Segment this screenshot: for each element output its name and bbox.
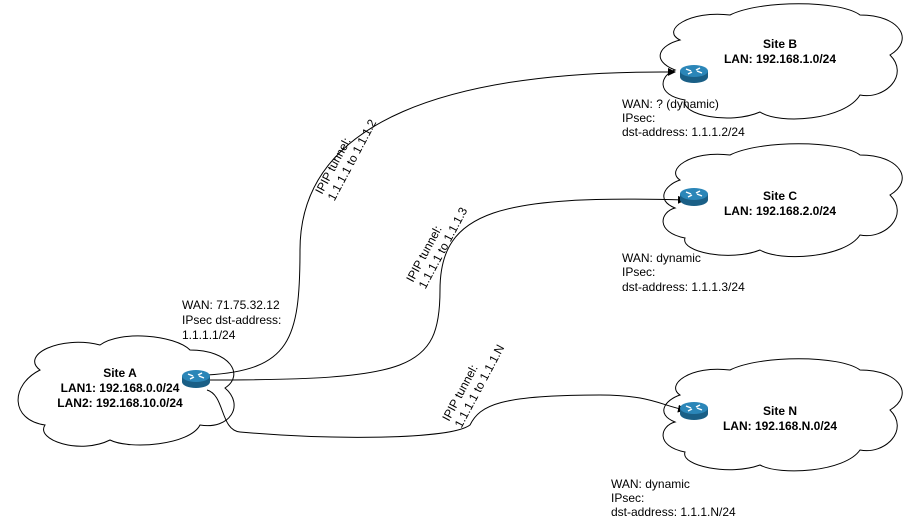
router-icon-site-a [181,369,211,389]
site-a-info-dst: 1.1.1.1/24 [182,328,236,342]
tunnel-label-c: IPIP tunnel: 1.1.1.1 to 1.1.1.3 [403,205,470,291]
tunnel-line-b [206,67,676,376]
site-a-name: Site A [103,366,137,380]
site-n-lan: LAN: 192.168.N.0/24 [723,419,837,433]
site-c-lan: LAN: 192.168.2.0/24 [724,204,836,218]
cloud-site-a [17,335,235,447]
tunnel-label-b: IPIP tunnel: 1.1.1.1 to 1.1.1.2 [312,117,379,203]
site-c-info-wan: WAN: dynamic [622,251,701,265]
router-icon-site-b [679,64,709,84]
site-c-info-dst: dst-address: 1.1.1.3/24 [622,280,745,294]
site-n-info-ipsec: IPsec: [611,491,644,505]
cloud-site-c [662,143,903,258]
site-b-lan: LAN: 192.168.1.0/24 [724,52,836,66]
tunnel-label-n: IPIP tunnel: 1.1.1.1 to 1.1.1.N [439,342,507,430]
site-a-lan1: LAN1: 192.168.0.0/24 [61,381,180,395]
site-b-name: Site B [763,37,797,51]
site-b-info-wan: WAN: ? (dynamic) [622,97,719,111]
tunnel-line-n [206,389,686,438]
cloud-site-n [662,358,903,472]
site-a-info-wan: WAN: 71.75.32.12 [182,298,280,312]
site-n-name: Site N [763,404,797,418]
site-a-info-ipsec: IPsec dst-address: [182,313,281,327]
cloud-site-b [659,3,903,120]
site-b-info-ipsec: IPsec: [622,111,655,125]
site-n-info-dst: dst-address: 1.1.1.N/24 [611,505,736,519]
router-icon-site-n [679,401,709,421]
site-a-lan2: LAN2: 192.168.10.0/24 [57,396,183,410]
site-c-name: Site C [763,189,797,203]
site-b-info-dst: dst-address: 1.1.1.2/24 [622,125,745,139]
tunnel-line-c [206,195,686,381]
site-n-info-wan: WAN: dynamic [611,477,690,491]
router-icon-site-c [679,187,709,207]
site-c-info-ipsec: IPsec: [622,265,655,279]
